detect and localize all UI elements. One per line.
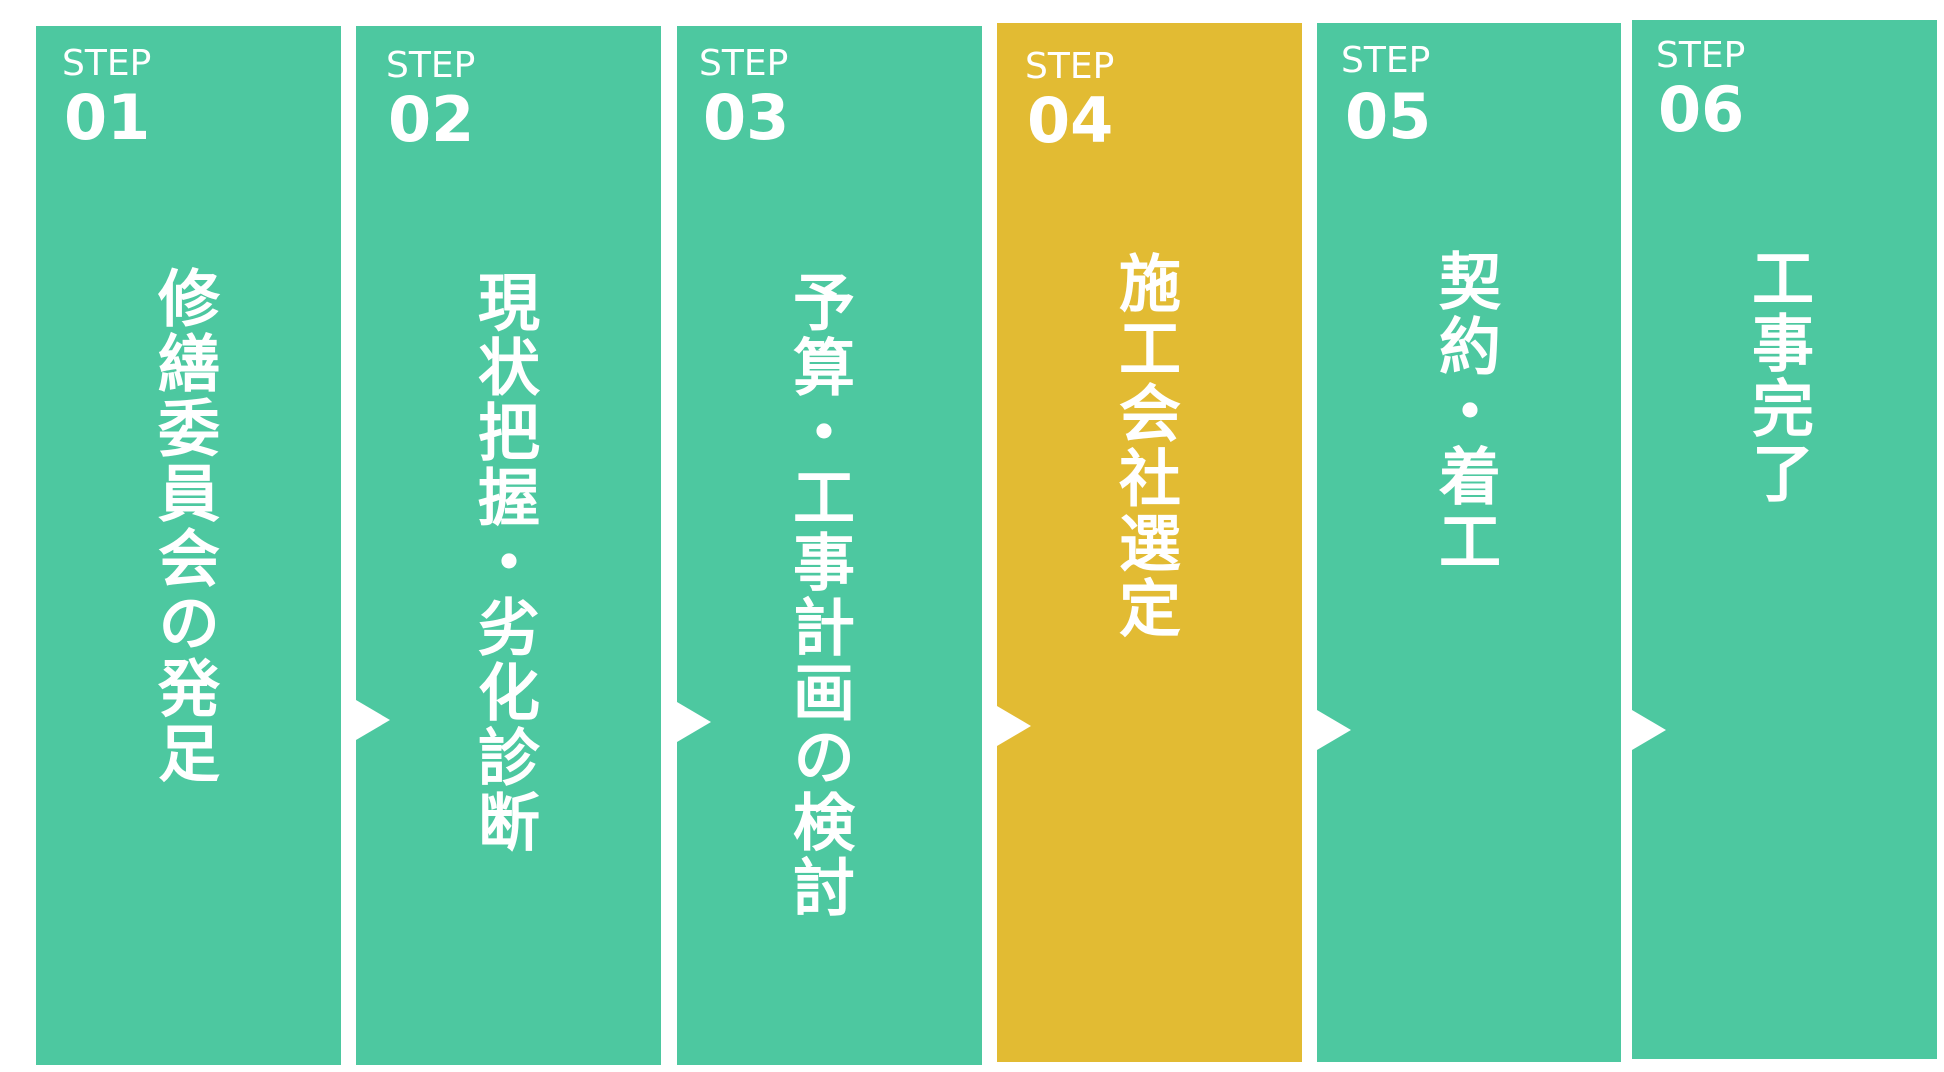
step-title: 施工会社選定	[1108, 251, 1181, 641]
step-02-panel: STEP 02 現状把握・劣化診断	[356, 26, 661, 1065]
step-number: 03	[703, 81, 790, 154]
step-label: STEP	[1656, 35, 1746, 76]
step-number: 02	[388, 83, 475, 156]
step-01-panel: STEP 01 修繕委員会の発足	[36, 26, 341, 1065]
step-number: 05	[1345, 80, 1432, 153]
step-label: STEP	[386, 45, 476, 86]
step-label: STEP	[1025, 46, 1115, 87]
step-03-panel: STEP 03 予算・工事計画の検討	[677, 26, 982, 1065]
arrow-right-icon	[1632, 710, 1666, 750]
step-06-panel: STEP 06 工事完了	[1632, 20, 1937, 1059]
step-label: STEP	[1341, 40, 1431, 81]
step-title: 契約・着工	[1428, 249, 1501, 574]
step-title: 修繕委員会の発足	[147, 266, 220, 786]
step-label: STEP	[699, 43, 789, 84]
step-title: 現状把握・劣化診断	[467, 270, 540, 855]
step-04-panel: STEP 04 施工会社選定	[997, 23, 1302, 1062]
arrow-right-icon	[677, 702, 711, 742]
step-number: 04	[1027, 84, 1114, 157]
step-number: 01	[64, 81, 151, 154]
arrow-right-icon	[1317, 710, 1351, 750]
step-title: 工事完了	[1741, 246, 1814, 506]
step-05-panel: STEP 05 契約・着工	[1317, 23, 1621, 1062]
arrow-right-icon	[356, 700, 390, 740]
step-number: 06	[1658, 73, 1745, 146]
step-title: 予算・工事計画の検討	[782, 270, 855, 920]
arrow-right-icon	[997, 706, 1031, 746]
step-label: STEP	[62, 43, 152, 84]
